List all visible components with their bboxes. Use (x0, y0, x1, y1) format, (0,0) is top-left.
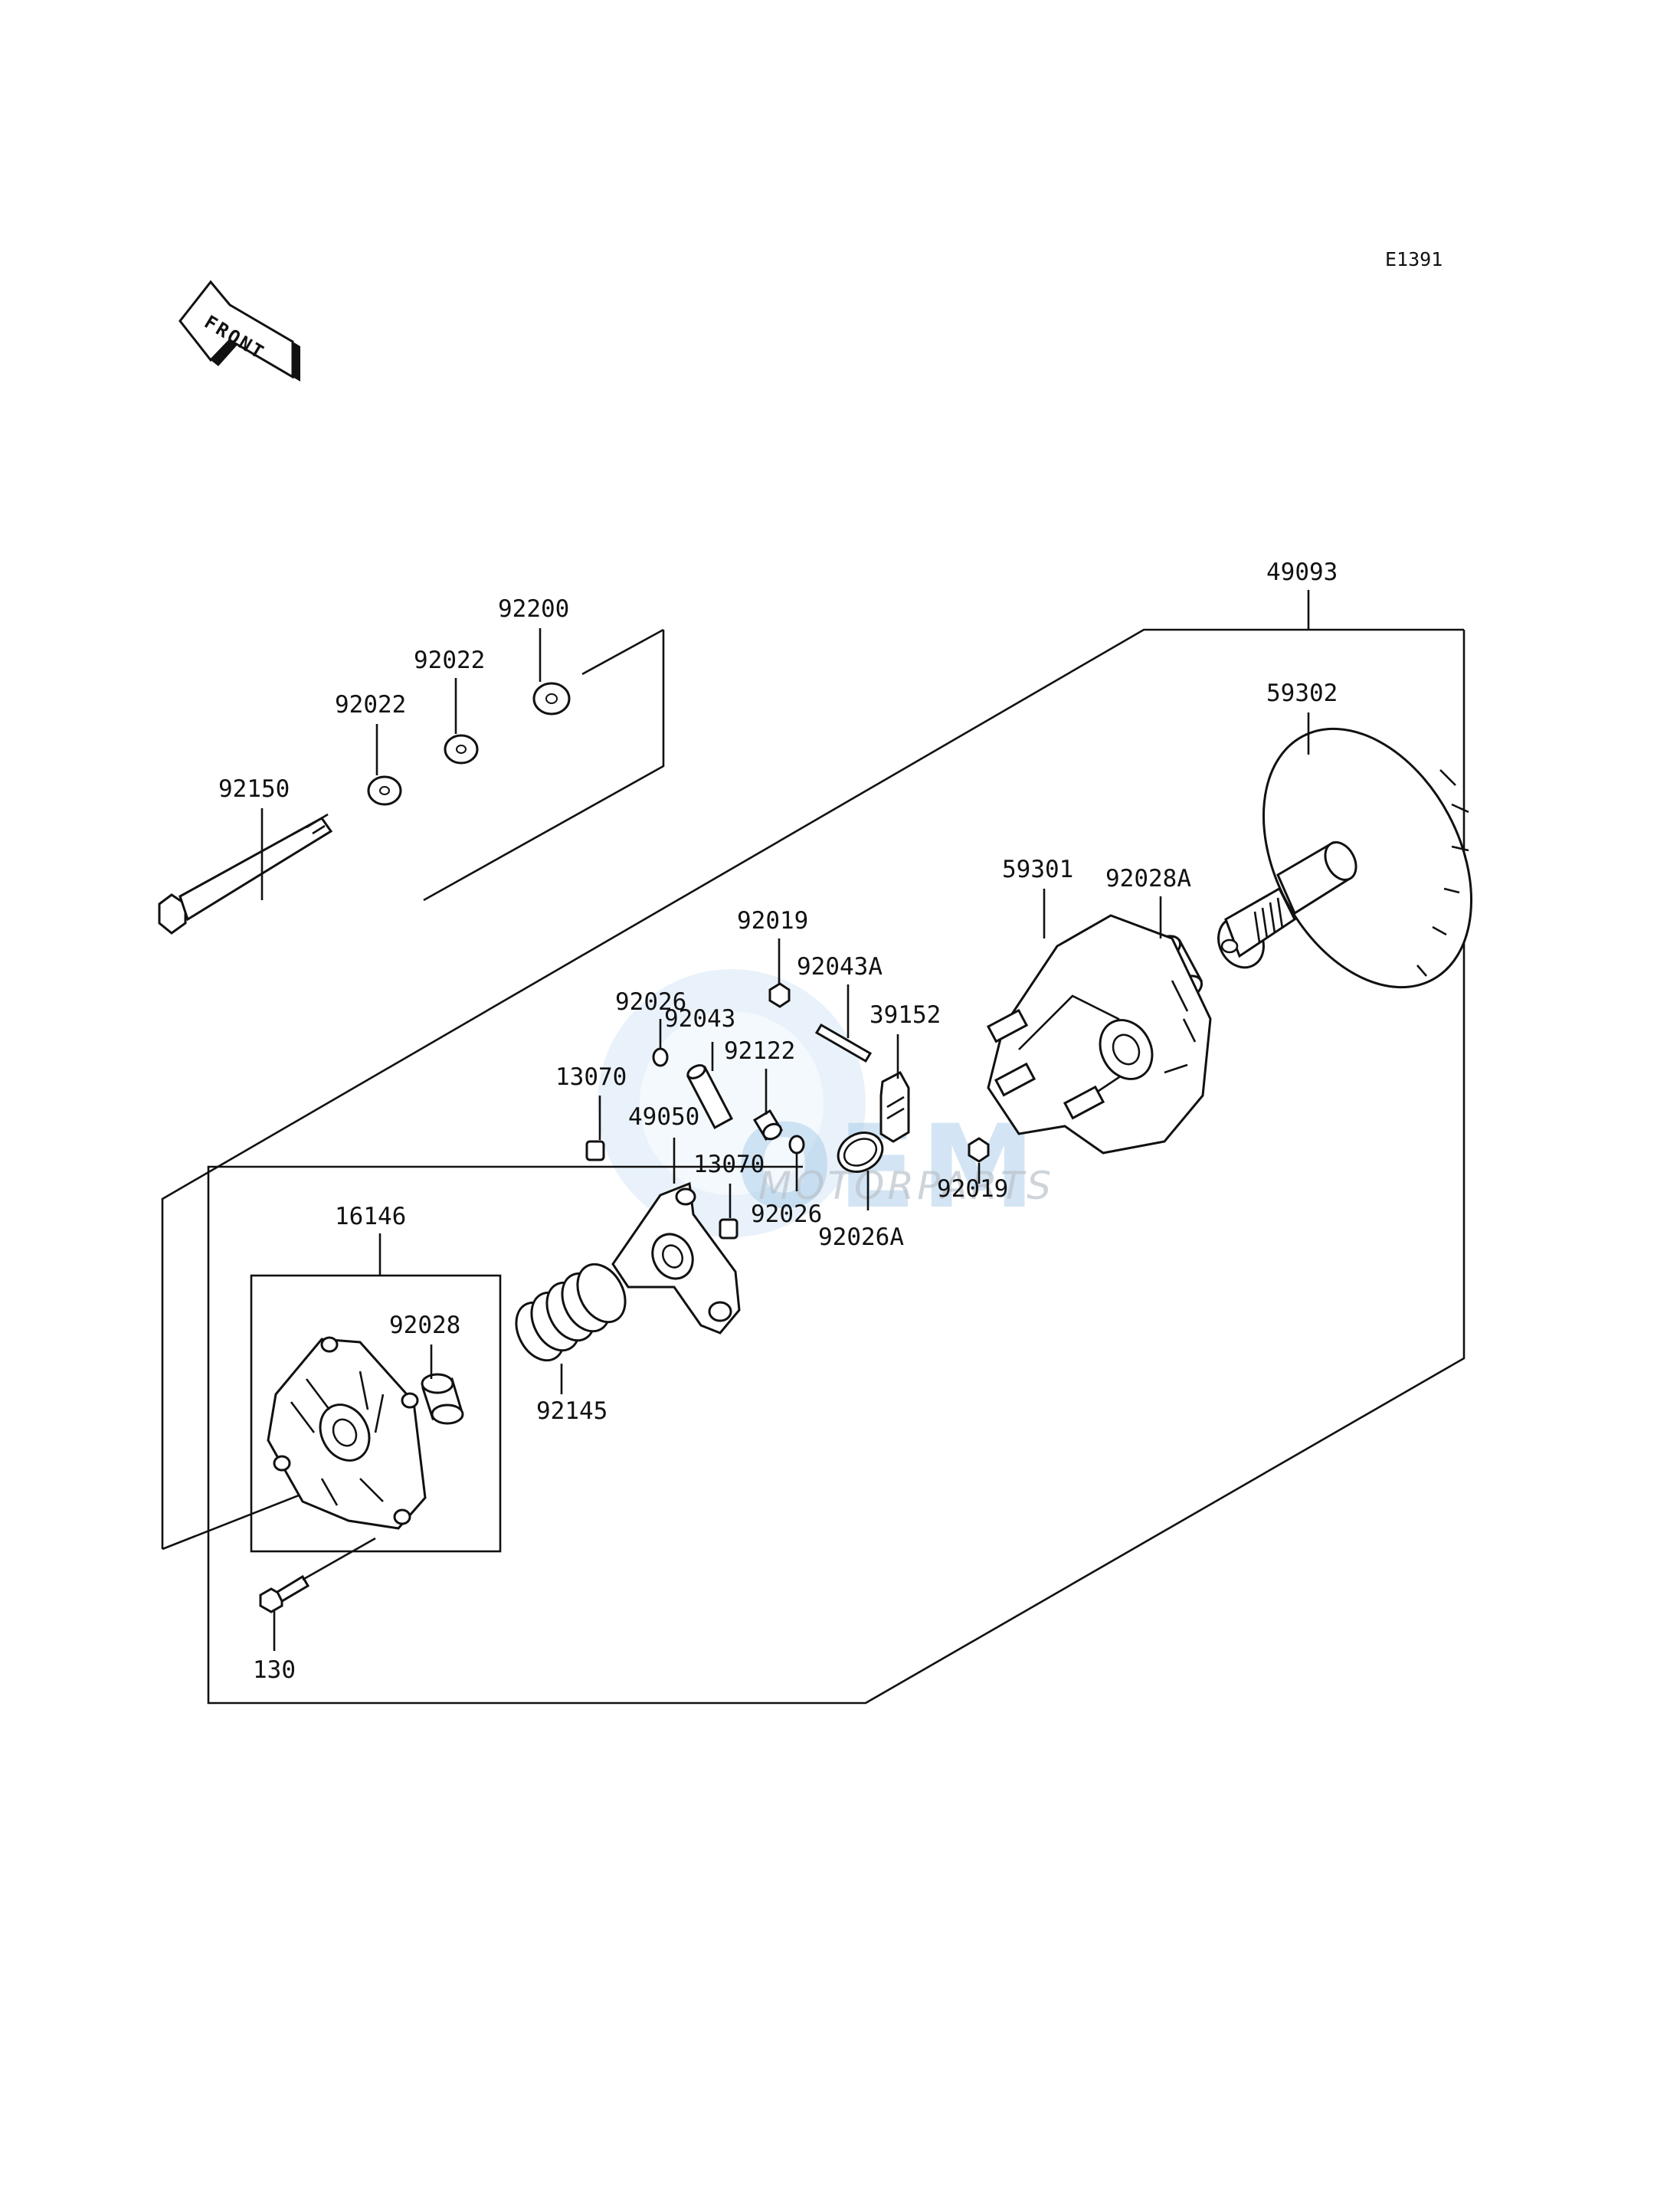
front-arrow-icon: FRONT (178, 280, 300, 382)
washer-92200 (532, 682, 571, 716)
label-92145: 92145 (536, 1397, 607, 1425)
label-92043: 92043 (664, 1005, 735, 1033)
label-59302: 59302 (1266, 680, 1338, 707)
washer-92026-lower (788, 1135, 805, 1155)
pin-92043 (686, 1064, 734, 1130)
label-13070-right: 13070 (693, 1151, 765, 1178)
label-92019-upper: 92019 (737, 907, 808, 935)
label-92022-a: 92022 (335, 691, 406, 719)
bushing-13070-left (585, 1140, 605, 1161)
assembly-outline-49093 (161, 628, 1465, 1705)
watermark-motorparts: MOTORPARTS (758, 1164, 1054, 1208)
washer-92026-upper (652, 1047, 669, 1067)
label-92200: 92200 (498, 595, 569, 623)
washer-92022-a (367, 775, 402, 806)
washer-92022-b (444, 734, 479, 765)
leader-lines (260, 590, 1310, 1651)
cover-16146 (267, 1336, 427, 1530)
label-49050: 49050 (628, 1103, 699, 1131)
label-92026-lower: 92026 (751, 1200, 822, 1228)
bushing-13070-right (719, 1218, 738, 1240)
spider-49050 (611, 1181, 741, 1335)
label-130: 130 (253, 1656, 296, 1684)
label-92026-upper: 92026 (615, 988, 686, 1016)
bolt-130 (259, 1537, 376, 1613)
movable-sheave-59301 (986, 914, 1212, 1155)
nut-92019-upper (768, 982, 791, 1008)
label-92022-b: 92022 (414, 647, 485, 674)
label-39152: 39152 (869, 1001, 941, 1029)
diagram-code: E1391 (1385, 248, 1443, 270)
weight-39152 (879, 1070, 910, 1143)
washer-92026A (837, 1132, 884, 1173)
label-92122: 92122 (724, 1037, 795, 1065)
fixed-sheave-59302 (1217, 727, 1473, 989)
assembly-outline-16146 (162, 1274, 502, 1553)
part-labels: 49093 59302 59301 92028A 92200 92022 920… (218, 558, 1338, 1684)
label-13070-left: 13070 (555, 1063, 627, 1091)
nut-92019-lower (968, 1137, 990, 1163)
label-92150: 92150 (218, 775, 290, 803)
roller-92122 (752, 1109, 784, 1141)
label-92028: 92028 (389, 1312, 460, 1339)
pin-92043A (814, 1023, 873, 1063)
label-92043A: 92043A (797, 953, 883, 981)
label-16146: 16146 (335, 1203, 406, 1230)
assembly-outline-92150-group (423, 628, 665, 902)
label-92026A: 92026A (818, 1223, 904, 1251)
label-49093: 49093 (1266, 558, 1338, 586)
label-59301: 59301 (1002, 856, 1073, 883)
label-92019-lower: 92019 (937, 1175, 1008, 1203)
bolt-92150 (158, 813, 333, 935)
spring-92145 (515, 1263, 627, 1362)
label-92028A: 92028A (1105, 865, 1191, 893)
bushing-92028 (421, 1373, 464, 1425)
